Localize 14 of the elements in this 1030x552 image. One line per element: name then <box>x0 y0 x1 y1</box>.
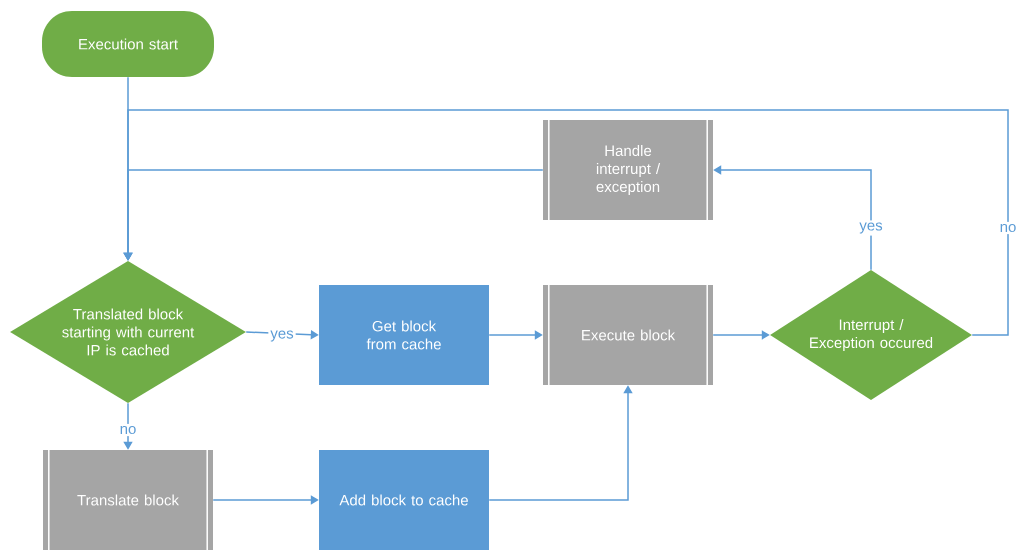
edge-label: no <box>997 221 1019 235</box>
arrow <box>712 330 770 340</box>
subprocess-box: Execute block <box>543 284 713 386</box>
arrow <box>488 330 543 340</box>
subprocess-box: Translate block <box>43 449 213 551</box>
start-terminal: Execution start <box>42 11 214 77</box>
process-box: Add block to cache <box>319 450 489 550</box>
arrow <box>212 495 319 505</box>
edge-label: yes <box>268 328 296 344</box>
edge-label: no <box>117 423 139 437</box>
arrow <box>123 169 544 261</box>
edge-label: yes <box>857 220 885 236</box>
subprocess-box: Handle interrupt / exception <box>543 119 713 221</box>
process-box: Get block from cache <box>319 285 489 385</box>
